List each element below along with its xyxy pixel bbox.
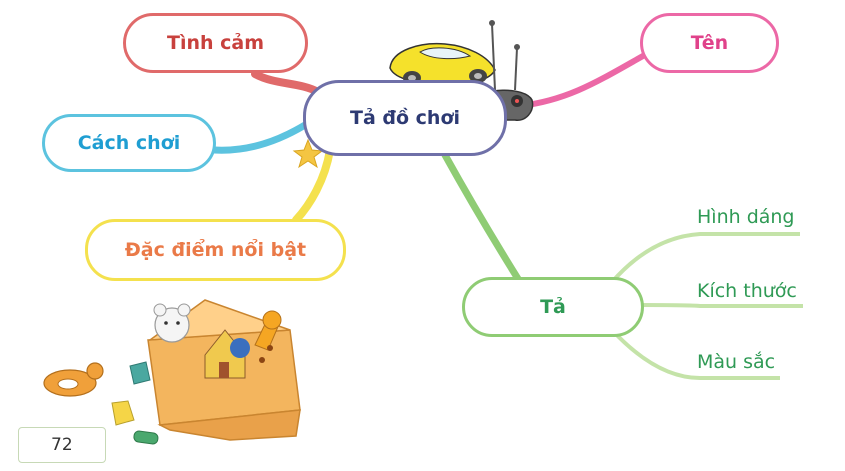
link-ta — [441, 151, 524, 286]
toy-car-icon — [389, 42, 496, 85]
node-cach-choi: Cách chơi — [42, 114, 216, 172]
node-tinh-cam: Tình cảm — [123, 13, 308, 73]
node-dac-diem-label: Đặc điểm nổi bật — [124, 239, 307, 261]
link-ten — [517, 49, 653, 109]
link-hinh-dang — [610, 232, 800, 284]
center-node-label: Tả đồ chơi — [349, 107, 461, 129]
toy-box-icon — [147, 299, 301, 441]
star-icon — [292, 138, 324, 169]
toy-block-icon — [111, 361, 159, 445]
link-kich-thuoc — [639, 303, 803, 308]
link-dac-diem — [292, 146, 334, 224]
node-ten: Tên — [640, 13, 779, 73]
center-node: Tả đồ chơi — [303, 80, 507, 156]
link-mau-sac — [610, 328, 780, 380]
link-cach-choi — [210, 121, 309, 154]
node-tinh-cam-label: Tình cảm — [166, 32, 265, 54]
node-ten-label: Tên — [690, 32, 729, 54]
leaf-mau-sac: Màu sắc — [697, 351, 776, 373]
toy-duck-icon — [43, 362, 104, 397]
node-ta: Tả — [462, 277, 644, 337]
leaf-kich-thuoc: Kích thước — [697, 280, 797, 302]
leaf-hinh-dang: Hình dáng — [697, 206, 795, 228]
page-number: 72 — [18, 427, 106, 463]
page-number-label: 72 — [51, 435, 73, 455]
node-dac-diem: Đặc điểm nổi bật — [85, 219, 346, 281]
link-tinh-cam — [251, 70, 322, 96]
node-ta-label: Tả — [540, 296, 566, 318]
node-cach-choi-label: Cách chơi — [77, 132, 181, 154]
